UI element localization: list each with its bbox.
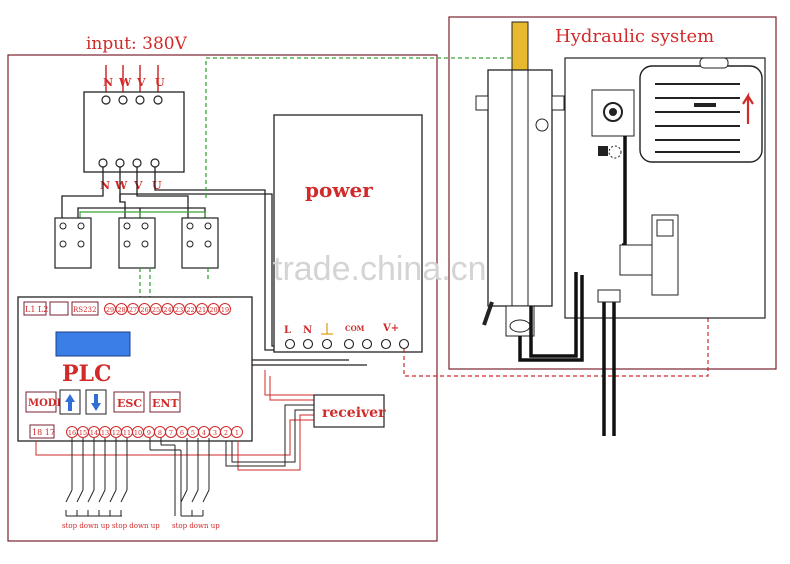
plc-terminal: [231, 426, 243, 438]
switch-wire: [120, 489, 128, 503]
phase-label-bottom-w: W: [114, 179, 128, 192]
power-term-l: L: [284, 325, 291, 336]
plc-terminal-label: 15: [79, 429, 87, 437]
switch-wire: [65, 489, 73, 503]
phase-label-top-w: W: [118, 76, 132, 89]
plc-title: PLC: [62, 361, 112, 387]
phase-label-bottom-n: N: [100, 179, 110, 192]
plc-terminal-label: 5: [191, 429, 195, 437]
main-breaker: [83, 91, 185, 173]
switch-wire: [98, 489, 106, 503]
plc-terminal-label: 28: [117, 306, 125, 314]
plc-lcd-display: [55, 331, 131, 357]
plc-unit: [17, 296, 253, 442]
hydraulic-cylinder: [487, 69, 553, 307]
watermark: trade.china.cn: [273, 250, 487, 288]
switch-wire: [180, 489, 188, 503]
phase-label-top-u: U: [155, 76, 165, 89]
plc-terminal-label: 1: [235, 429, 239, 437]
receiver-label: receiver: [322, 405, 386, 421]
switch-wire: [87, 489, 95, 503]
switch-labels-right: stop down up: [172, 522, 220, 530]
plc-terminal-label: 20: [209, 306, 217, 314]
plc-terminal-label: 25: [152, 306, 160, 314]
plc-terminal-label: 10: [134, 429, 142, 437]
hydraulic-label: Hydraulic system: [555, 26, 714, 47]
switch-wire: [191, 489, 199, 503]
plc-terminal-label: 24: [163, 306, 171, 314]
plc-terminal-label: 8: [158, 429, 162, 437]
control-cabinet-frame: [7, 54, 438, 542]
plc-terminal-label: 22: [186, 306, 194, 314]
plc-terminal-label: 3: [213, 429, 217, 437]
arrow-down-icon: [91, 394, 101, 411]
switch-wire: [76, 489, 84, 503]
plc-esc-label: ESC: [117, 397, 142, 410]
plc-terminal-label: 27: [129, 306, 137, 314]
plc-terminal-label: 12: [112, 429, 120, 437]
plc-terminal-label: 2: [224, 429, 228, 437]
phase-label-top-n: N: [103, 76, 113, 89]
plc-mode-button[interactable]: [25, 391, 57, 413]
plc-terminal-label: 19: [221, 306, 229, 314]
plc-terminal-label: 11: [123, 429, 131, 437]
plc-terminal-label: 7: [169, 429, 173, 437]
arrow-up-icon: [65, 394, 75, 411]
plc-terminal-label: 29: [106, 306, 114, 314]
phase-label-top-v: V: [136, 76, 146, 89]
cylinder-rod: [511, 21, 529, 71]
power-term-com: COM: [345, 324, 365, 333]
power-supply: [273, 114, 423, 353]
plc-ent-button[interactable]: [149, 391, 181, 413]
plc-terminal-label: 14: [90, 429, 98, 437]
power-term-vplus: V+: [382, 323, 399, 334]
plc-port-rs232: RS232: [73, 306, 96, 314]
plc-terminal-label: 6: [180, 429, 184, 437]
plc-terminal-label: 16: [68, 429, 76, 437]
plc-port-l1l2: L1 L2: [25, 305, 48, 314]
plc-terminal-label: 23: [175, 306, 183, 314]
plc-bottom-left-terms: 18 17: [32, 428, 55, 437]
plc-terminal-label: 21: [198, 306, 206, 314]
receiver: [313, 394, 385, 428]
pump-motor-block: [619, 244, 653, 276]
switch-wire: [202, 489, 210, 503]
plc-ent-label: ENT: [152, 397, 179, 410]
phase-label-bottom-u: U: [152, 179, 162, 192]
plc-terminal-label: 4: [202, 429, 206, 437]
plc-terminal-label: 9: [147, 429, 151, 437]
oil-tank: [639, 65, 763, 163]
plc-terminal: [219, 303, 231, 315]
plc-esc-button[interactable]: [113, 391, 145, 413]
plc-mode-label: MODE: [28, 398, 64, 409]
switch-labels-left: stop down up stop down up: [62, 522, 160, 530]
plc-terminal-label: 13: [101, 429, 109, 437]
power-label: power: [305, 178, 373, 202]
input-label: input: 380V: [86, 34, 188, 54]
plc-terminal-label: 26: [140, 306, 148, 314]
power-term-n: N: [303, 325, 312, 336]
valve-block: [591, 89, 635, 137]
switch-wire: [109, 489, 117, 503]
arrow-up-icon-tank: [742, 92, 754, 124]
phase-label-bottom-v: V: [133, 179, 143, 192]
